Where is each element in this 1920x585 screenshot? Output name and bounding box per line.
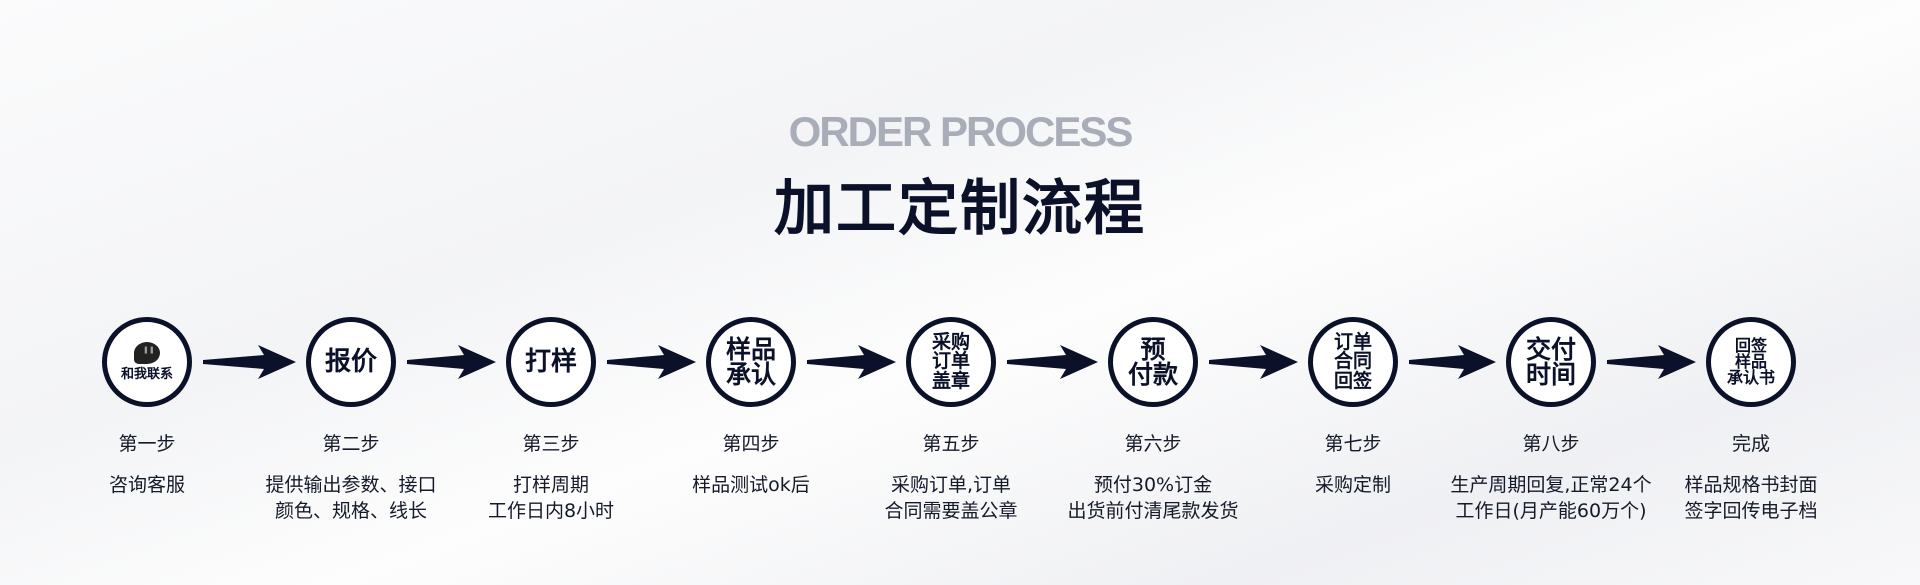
description-line: 出货前付清尾款发货 (1067, 500, 1239, 522)
description-line: 采购订单,订单 (890, 474, 1012, 496)
circle-text: 订单 (931, 350, 970, 373)
step-description: 打样周期工作日内8小时 (441, 472, 661, 524)
circle-text: 时间 (1525, 360, 1576, 389)
description-line: 样品规格书封面 (1684, 474, 1818, 496)
step-label: 第四步 (722, 433, 780, 455)
step-circle: 回签样品承认书 (1706, 317, 1796, 407)
circle-text: 盖章 (931, 369, 970, 392)
description-line: 预付30%订金 (1093, 474, 1213, 496)
step-label: 第八步 (1522, 433, 1580, 455)
step-circle: 预付款 (1108, 317, 1198, 407)
process-step: 交付时间第八步生产周期回复,正常24个工作日(月产能60万个) (1441, 317, 1661, 524)
step-label: 第五步 (922, 433, 980, 455)
arrow-right-icon (1409, 345, 1496, 379)
circle-text: 回签 (1333, 369, 1372, 392)
step-circle: 打样 (506, 317, 596, 407)
step-label: 第一步 (118, 433, 176, 455)
arrow-right-icon (1209, 345, 1298, 379)
step-description: 预付30%订金出货前付清尾款发货 (1043, 472, 1263, 524)
step-circle: 交付时间 (1506, 317, 1596, 407)
description-line: 生产周期回复,正常24个 (1450, 474, 1652, 496)
arrow-right-icon (203, 345, 296, 379)
circle-text: 交付 (1525, 334, 1576, 364)
step-description: 提供输出参数、接口颜色、规格、线长 (241, 472, 461, 524)
process-step: 订单合同回签第七步采购定制 (1243, 317, 1463, 498)
step-circle: 样品承认 (706, 317, 796, 407)
step-description: 生产周期回复,正常24个工作日(月产能60万个) (1441, 472, 1661, 524)
page-title: 加工定制流程 (774, 174, 1146, 244)
description-line: 提供输出参数、接口 (265, 474, 437, 496)
arrow-right-icon (607, 345, 696, 379)
circle-text: 和我联系 (120, 367, 173, 383)
description-line: 打样周期 (512, 474, 589, 496)
process-step: 打样第三步打样周期工作日内8小时 (441, 317, 661, 524)
circle-text: 采购 (931, 330, 970, 353)
circle-text: 预 (1140, 334, 1166, 364)
description-line: 采购定制 (1314, 474, 1391, 496)
circle-text: 报价 (324, 346, 377, 377)
description-line: 工作日内8小时 (487, 500, 615, 522)
step-description: 样品规格书封面签字回传电子档 (1641, 472, 1861, 524)
process-step: 预付款第六步预付30%订金出货前付清尾款发货 (1043, 317, 1263, 524)
description-line: 颜色、规格、线长 (274, 500, 427, 522)
arrow-right-icon (1607, 345, 1696, 379)
chat-bubble-icon (134, 342, 160, 365)
step-label: 第七步 (1324, 433, 1382, 455)
description-line: 咨询客服 (108, 474, 185, 496)
description-line: 合同需要盖公章 (884, 500, 1018, 522)
step-description: 样品测试ok后 (641, 472, 861, 498)
step-label: 完成 (1731, 433, 1770, 455)
process-step: 采购订单盖章第五步采购订单,订单合同需要盖公章 (841, 317, 1061, 524)
description-line: 工作日(月产能60万个) (1455, 500, 1647, 522)
circle-text: 回签 (1734, 335, 1767, 355)
process-step: 样品承认第四步样品测试ok后 (641, 317, 861, 498)
description-line: 签字回传电子档 (1684, 500, 1818, 522)
circle-text: 承认 (725, 360, 776, 389)
circle-text: 样品 (1734, 351, 1767, 371)
circle-text: 打样 (524, 346, 577, 377)
process-step: 回签样品承认书完成样品规格书封面签字回传电子档 (1641, 317, 1861, 524)
step-circle: 采购订单盖章 (906, 317, 996, 407)
description-line: 样品测试ok后 (692, 474, 810, 496)
step-description: 咨询客服 (37, 472, 257, 498)
arrow-right-icon (807, 345, 896, 379)
step-circle: 订单合同回签 (1308, 317, 1398, 407)
circle-text: 付款 (1127, 360, 1178, 389)
circle-text: 合同 (1333, 350, 1372, 373)
step-circle: 报价 (306, 317, 396, 407)
step-description: 采购订单,订单合同需要盖公章 (841, 472, 1061, 524)
subtitle: ORDER PROCESS (788, 108, 1134, 155)
circle-text: 样品 (725, 334, 776, 364)
step-label: 第六步 (1124, 433, 1182, 455)
circle-text: 承认书 (1726, 368, 1775, 388)
step-description: 采购定制 (1243, 472, 1463, 498)
step-circle: 和我联系 (102, 317, 192, 407)
circle-text: 订单 (1333, 330, 1372, 353)
process-step: 报价第二步提供输出参数、接口颜色、规格、线长 (241, 317, 461, 524)
step-label: 第二步 (322, 433, 380, 455)
arrow-right-icon (407, 345, 496, 379)
step-label: 第三步 (522, 433, 580, 455)
arrow-right-icon (1007, 345, 1098, 379)
